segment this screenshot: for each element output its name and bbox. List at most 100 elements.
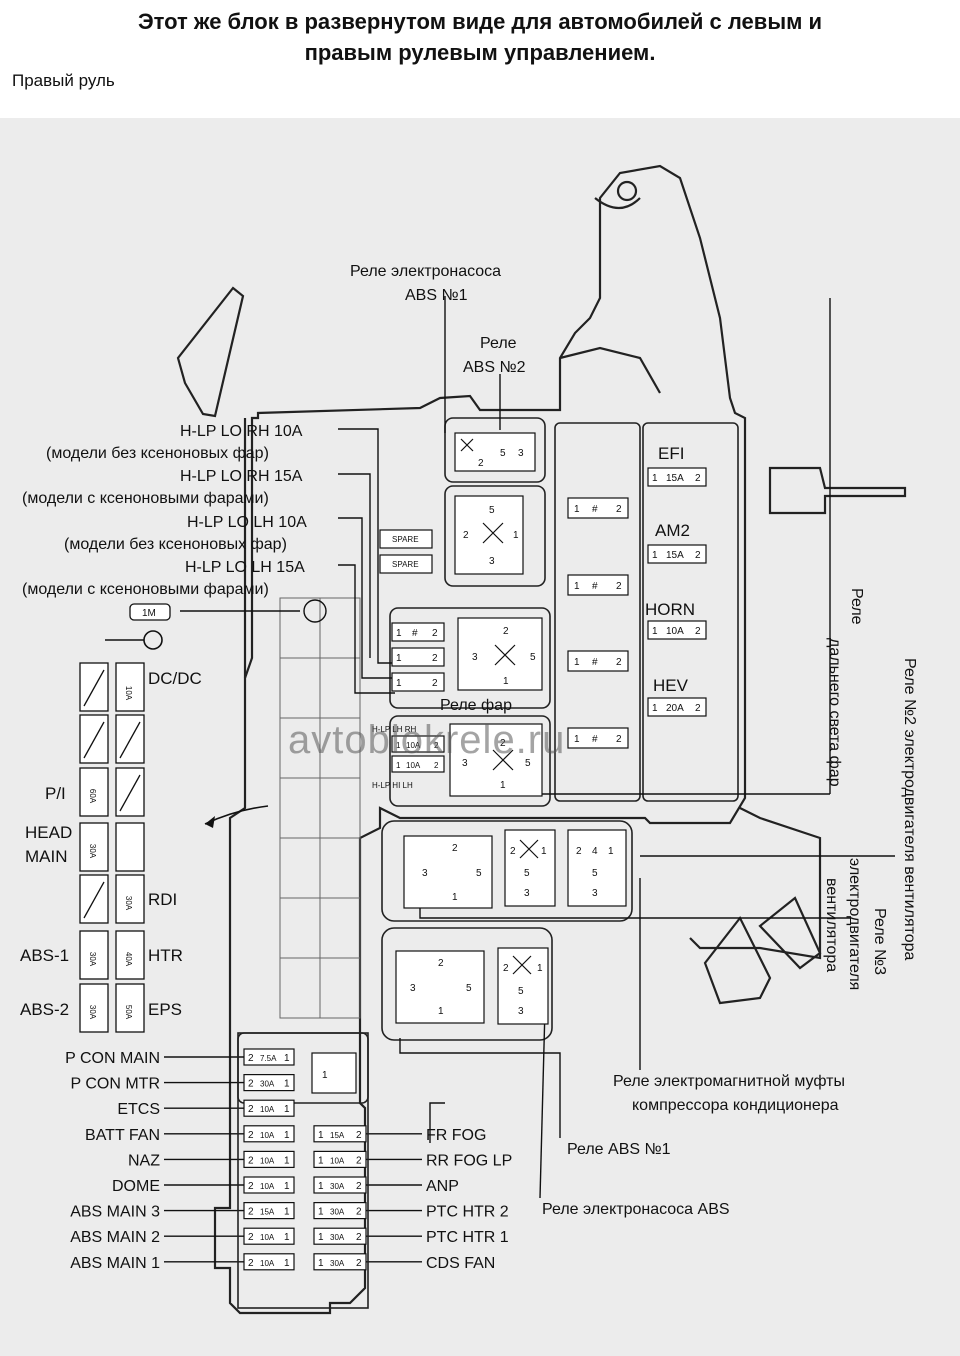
pin: 2	[616, 657, 622, 668]
pin: 1	[318, 1130, 324, 1141]
bracket-ridge	[559, 346, 661, 394]
fuse-box-right	[313, 1227, 367, 1245]
pin: 1	[318, 1232, 324, 1243]
fuse-efi	[647, 467, 707, 487]
fuse-rating-right: 15A	[330, 1131, 345, 1140]
pin: 2	[452, 843, 458, 854]
pin: 3	[489, 556, 495, 567]
link-head-main	[79, 822, 109, 872]
label-relay-pump-abs1-b: ABS №1	[405, 287, 468, 304]
pin: 1	[284, 1053, 290, 1064]
fuse-box-right	[313, 1176, 367, 1194]
pin: 1	[537, 963, 543, 974]
pin: 1	[284, 1181, 290, 1192]
pin: 1	[452, 892, 458, 903]
pin: 2	[432, 678, 438, 689]
pin: 2	[356, 1155, 362, 1166]
fuse-label-left: ETCS	[117, 1101, 160, 1118]
headlight-lo-fuses	[391, 622, 445, 692]
rating-htr: 40A	[124, 952, 133, 967]
diag-3	[119, 721, 141, 759]
pin: 1	[608, 846, 614, 857]
label-dcdc: DC/DC	[148, 669, 202, 688]
pin: 2	[356, 1258, 362, 1269]
fuse-rating-left: 10A	[260, 1259, 275, 1268]
fuse-rating-right: 30A	[330, 1208, 345, 1217]
pin: 2	[432, 628, 438, 639]
pin: 1	[396, 628, 402, 639]
pin: 1	[318, 1155, 324, 1166]
leader-rh15	[338, 473, 371, 658]
rating-abs2: 30A	[88, 1005, 97, 1020]
fuse-label-left: P CON MTR	[71, 1076, 160, 1093]
arrow-head	[205, 816, 215, 828]
mount-hole	[616, 180, 638, 202]
fuse-rating-left: 10A	[260, 1105, 275, 1114]
pin: 1	[652, 626, 658, 637]
label-am2: AM2	[655, 521, 690, 540]
label-ac-clutch-a: Реле электромагнитной муфты	[613, 1073, 845, 1090]
pin: 1	[574, 734, 580, 745]
fuse-hev-rating: 20A	[666, 703, 684, 714]
fuse-label-right: PTC HTR 1	[426, 1229, 509, 1246]
pin: 2	[248, 1155, 254, 1166]
label-hlp-lo-rh10-note: (модели без ксеноновых фар)	[46, 445, 269, 462]
cross	[460, 438, 474, 452]
pin: 2	[434, 741, 439, 750]
label-fan3-b: электродвигателя	[846, 858, 863, 990]
relay-ac-clutch	[395, 950, 485, 1024]
pin: 2	[503, 626, 509, 637]
pin: 3	[592, 888, 598, 899]
label-hlp-lo-lh15-note: (модели с ксеноновыми фарами)	[22, 581, 269, 598]
pin: 2	[432, 653, 438, 664]
pin: 2	[616, 504, 622, 515]
fuse-box-right	[313, 1201, 367, 1220]
fuse-label-left: DOME	[112, 1178, 160, 1195]
label-abs2-link: ABS-2	[20, 1000, 69, 1019]
fuse-label-right: FR FOG	[426, 1127, 486, 1144]
relay-fan-2	[504, 829, 556, 907]
pin: 5	[518, 986, 524, 997]
relay-abs1	[497, 947, 549, 1025]
fuse-box-left	[243, 1227, 295, 1245]
relay-ac-block	[381, 927, 553, 1041]
hash-fuse-4	[567, 727, 629, 749]
pin: 1	[396, 741, 401, 750]
cross	[519, 839, 539, 859]
pin: 4	[592, 846, 598, 857]
fuse-label-left: NAZ	[128, 1152, 160, 1169]
pin: 3	[524, 888, 530, 899]
headlight-hi-fuses	[391, 735, 445, 773]
fuse-rating-left: 10A	[260, 1156, 275, 1165]
pin: 2	[356, 1181, 362, 1192]
pin: 1	[322, 1070, 328, 1081]
pin: 3	[422, 868, 428, 879]
label-relay-abs2-a: Реле	[480, 335, 517, 352]
pin: 2	[248, 1232, 254, 1243]
pin: #	[592, 504, 598, 515]
direction-arrow	[204, 805, 269, 825]
label-ac-clutch-b: компрессора кондиционера	[632, 1097, 839, 1114]
pin: 2	[616, 734, 622, 745]
pin: 1	[541, 846, 547, 857]
rating-pi: 60A	[88, 789, 97, 804]
pin: 1	[318, 1181, 324, 1192]
spare-fuse-2	[379, 554, 433, 574]
label-abs1-link: ABS-1	[20, 946, 69, 965]
link-blank-5	[115, 822, 145, 872]
label-head: HEAD	[25, 823, 72, 842]
pin: 2	[695, 473, 701, 484]
hash-fuse-2	[567, 574, 629, 596]
pin: 5	[530, 652, 536, 663]
pin: 1	[500, 780, 506, 791]
cross	[512, 955, 532, 975]
pin: 1	[503, 676, 509, 687]
fuse-rating-left: 10A	[260, 1182, 275, 1191]
pin: 2	[434, 761, 439, 770]
fuse-efi-rating: 15A	[666, 473, 684, 484]
label-horn: HORN	[645, 600, 695, 619]
label-htr: HTR	[148, 946, 183, 965]
spare-fuse-1	[379, 529, 433, 549]
leader-fuse-right	[429, 1102, 445, 1143]
